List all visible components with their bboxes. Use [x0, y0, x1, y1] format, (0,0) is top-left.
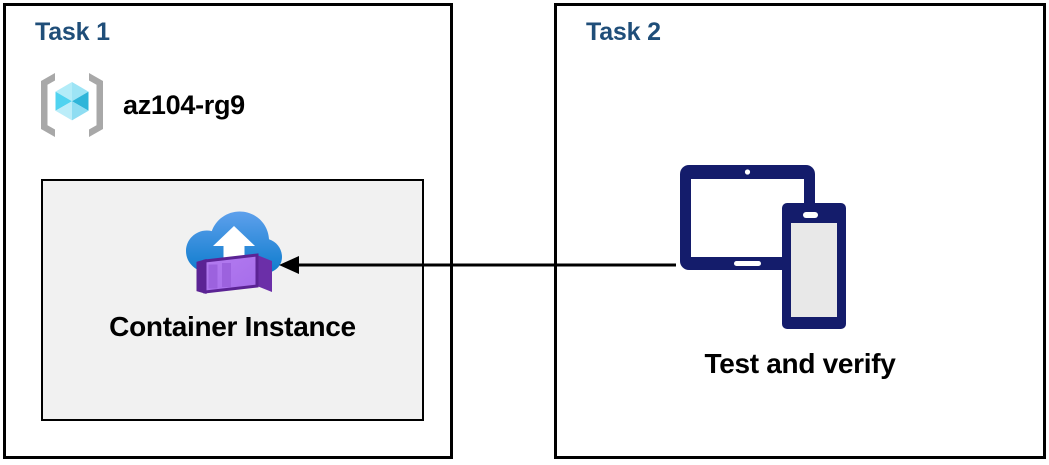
tablet-and-phone-icon	[676, 160, 866, 335]
resource-group-label: az104-rg9	[123, 89, 245, 120]
panel-task-2-title: Task 2	[586, 18, 661, 46]
test-devices-icon-wrap	[676, 160, 866, 335]
test-and-verify-label: Test and verify	[704, 348, 896, 379]
azure-container-instance-icon	[183, 201, 283, 297]
container-instance-icon-wrap	[43, 201, 422, 297]
azure-resource-group-icon	[35, 68, 109, 142]
panel-task-1: Task 1	[3, 3, 453, 459]
resource-group-row: az104-rg9	[35, 68, 245, 142]
container-instance-card: Container Instance	[41, 179, 424, 421]
panel-task-1-title: Task 1	[35, 18, 110, 46]
container-instance-label: Container Instance	[109, 311, 356, 342]
